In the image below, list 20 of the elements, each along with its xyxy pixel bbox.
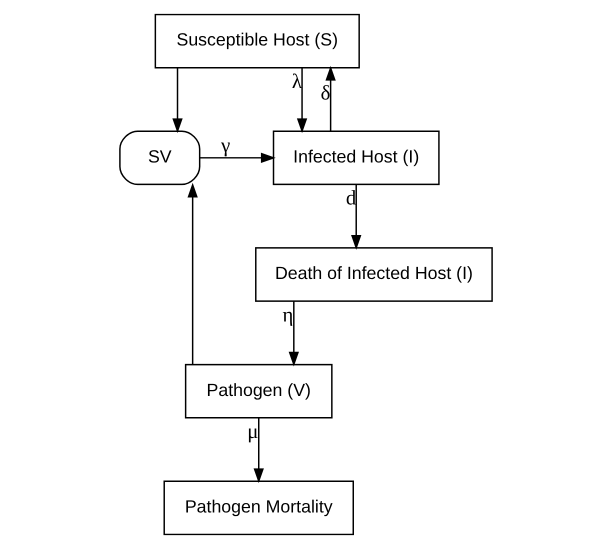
arrow xyxy=(172,68,183,134)
node-box: Pathogen (V) xyxy=(184,364,333,418)
arrow xyxy=(351,184,362,250)
node-box: Pathogen Mortality xyxy=(163,480,354,536)
edge-label: η xyxy=(282,304,294,326)
arrow xyxy=(288,302,299,366)
arrow xyxy=(200,152,276,163)
edge-label: d xyxy=(346,188,356,210)
edge-label: γ xyxy=(221,135,230,158)
arrow xyxy=(325,66,336,131)
node-box: Death of Infected Host (I) xyxy=(255,247,493,302)
edge-label: μ xyxy=(247,421,258,444)
node-box: SV xyxy=(119,130,200,186)
edge-label: λ xyxy=(292,71,302,94)
arrow xyxy=(187,182,198,364)
arrow xyxy=(296,68,308,134)
edge-label: δ xyxy=(320,82,330,105)
node-box: Susceptible Host (S) xyxy=(154,14,360,68)
arrow xyxy=(254,418,264,484)
node-box: Infected Host (I) xyxy=(272,130,440,186)
